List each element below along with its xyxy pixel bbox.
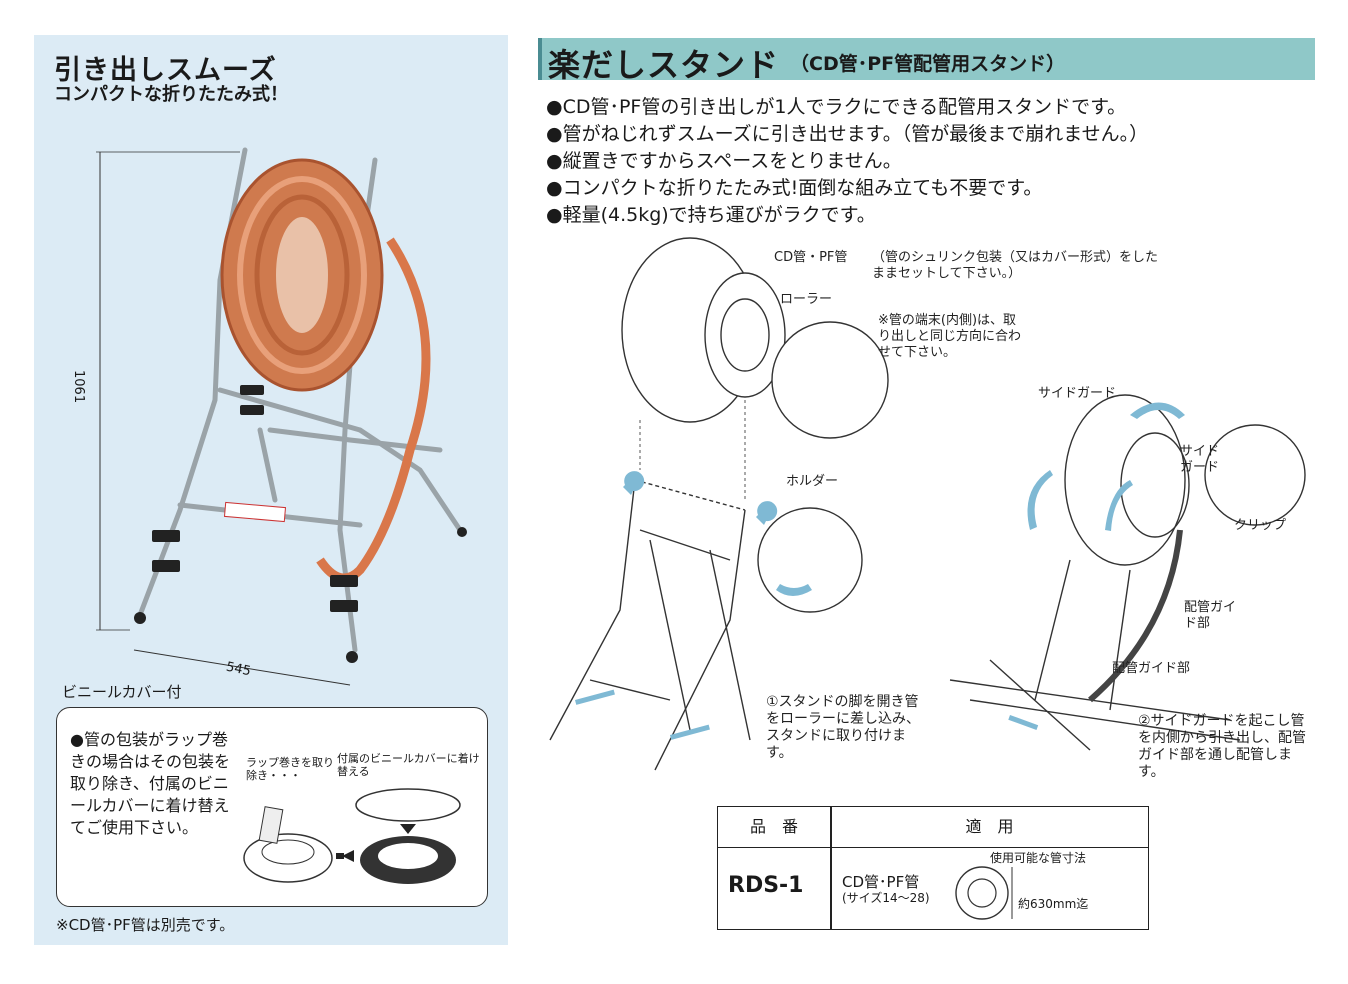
- feature-item: ●管がねじれずスムーズに引き出せます。（管が最後まで崩れません。）: [546, 123, 1149, 145]
- feature-item: ●縦置きですからスペースをとりません。: [546, 150, 902, 172]
- feature-item: ●CD管･PF管の引き出しが1人でラクにできる配管用スタンドです。: [546, 96, 1127, 118]
- setup-diagram: [549, 237, 1306, 771]
- spec-table: 品 番 適 用 RDS-1 CD管･PF管 (サイズ14〜28) 使用可能な管寸…: [717, 806, 1149, 930]
- sold-separately-note: ※CD管･PF管は別売です。: [56, 916, 235, 934]
- label-side-guard-2: サイドガード: [1180, 444, 1220, 475]
- step-1: ①スタンドの脚を開き管をローラーに差し込み、スタンドに取り付けます。: [766, 694, 920, 761]
- title-bar: [538, 38, 1315, 80]
- max-diameter: 約630mm迄: [1018, 897, 1089, 911]
- wrap-label-remove: ラップ巻きを取り除き・・・: [246, 756, 334, 782]
- size-note: 使用可能な管寸法: [990, 851, 1087, 865]
- label-holder: ホルダー: [786, 474, 839, 489]
- hero-title: 引き出しスムーズ: [54, 55, 277, 86]
- wrap-note-text: ●管の包装がラップ巻きの場合はその包装を取り除き、付属のビニールカバーに着け替え…: [70, 730, 231, 837]
- dimension-height: 1061: [71, 370, 86, 404]
- size-range: (サイズ14〜28): [842, 891, 930, 905]
- col-header-model: 品 番: [718, 807, 830, 848]
- applies-to: CD管･PF管: [842, 873, 920, 891]
- product-title: 楽だしスタンド: [548, 46, 780, 84]
- label-clip: クリップ: [1234, 518, 1287, 533]
- step-2: ②サイドガードを起こし管を内側から引き出し、配管ガイド部を通し配管します。: [1138, 713, 1306, 780]
- label-pipe-guide-2: 配管ガイド部: [1112, 661, 1191, 676]
- wrap-label-replace: 付属のビニールカバーに着け替える: [337, 752, 480, 778]
- hero-subtitle: コンパクトな折りたたみ式！: [54, 84, 288, 105]
- pipe-diameter-icon: [955, 866, 1013, 920]
- label-side-guard: サイドガード: [1038, 386, 1117, 401]
- cover-replacement-illustration: [243, 788, 461, 884]
- label-pipe-guide: 配管ガイド部: [1184, 600, 1237, 631]
- label-roller: ローラー: [780, 292, 833, 307]
- label-cd-pf: CD管・PF管: [774, 250, 848, 265]
- feature-item: ●軽量(4.5kg)で持ち運びがラクです。: [546, 204, 876, 226]
- product-subtitle: （CD管･PF管配管用スタンド）: [790, 53, 1066, 75]
- col-header-application: 適 用: [831, 807, 1148, 848]
- label-shrink: （管のシュリンク包装（又はカバー形式）をしたままセットして下さい。）: [872, 250, 1159, 281]
- vinyl-cover-note: ビニールカバー付: [62, 683, 182, 701]
- feature-item: ●コンパクトな折りたたみ式!面倒な組み立ても不要です。: [546, 177, 1043, 199]
- model-number: RDS-1: [728, 873, 804, 898]
- stand-photo: [96, 147, 467, 686]
- label-end-note: ※管の端末(内側)は、取り出しと同じ方向に合わせて下さい。: [878, 313, 1022, 360]
